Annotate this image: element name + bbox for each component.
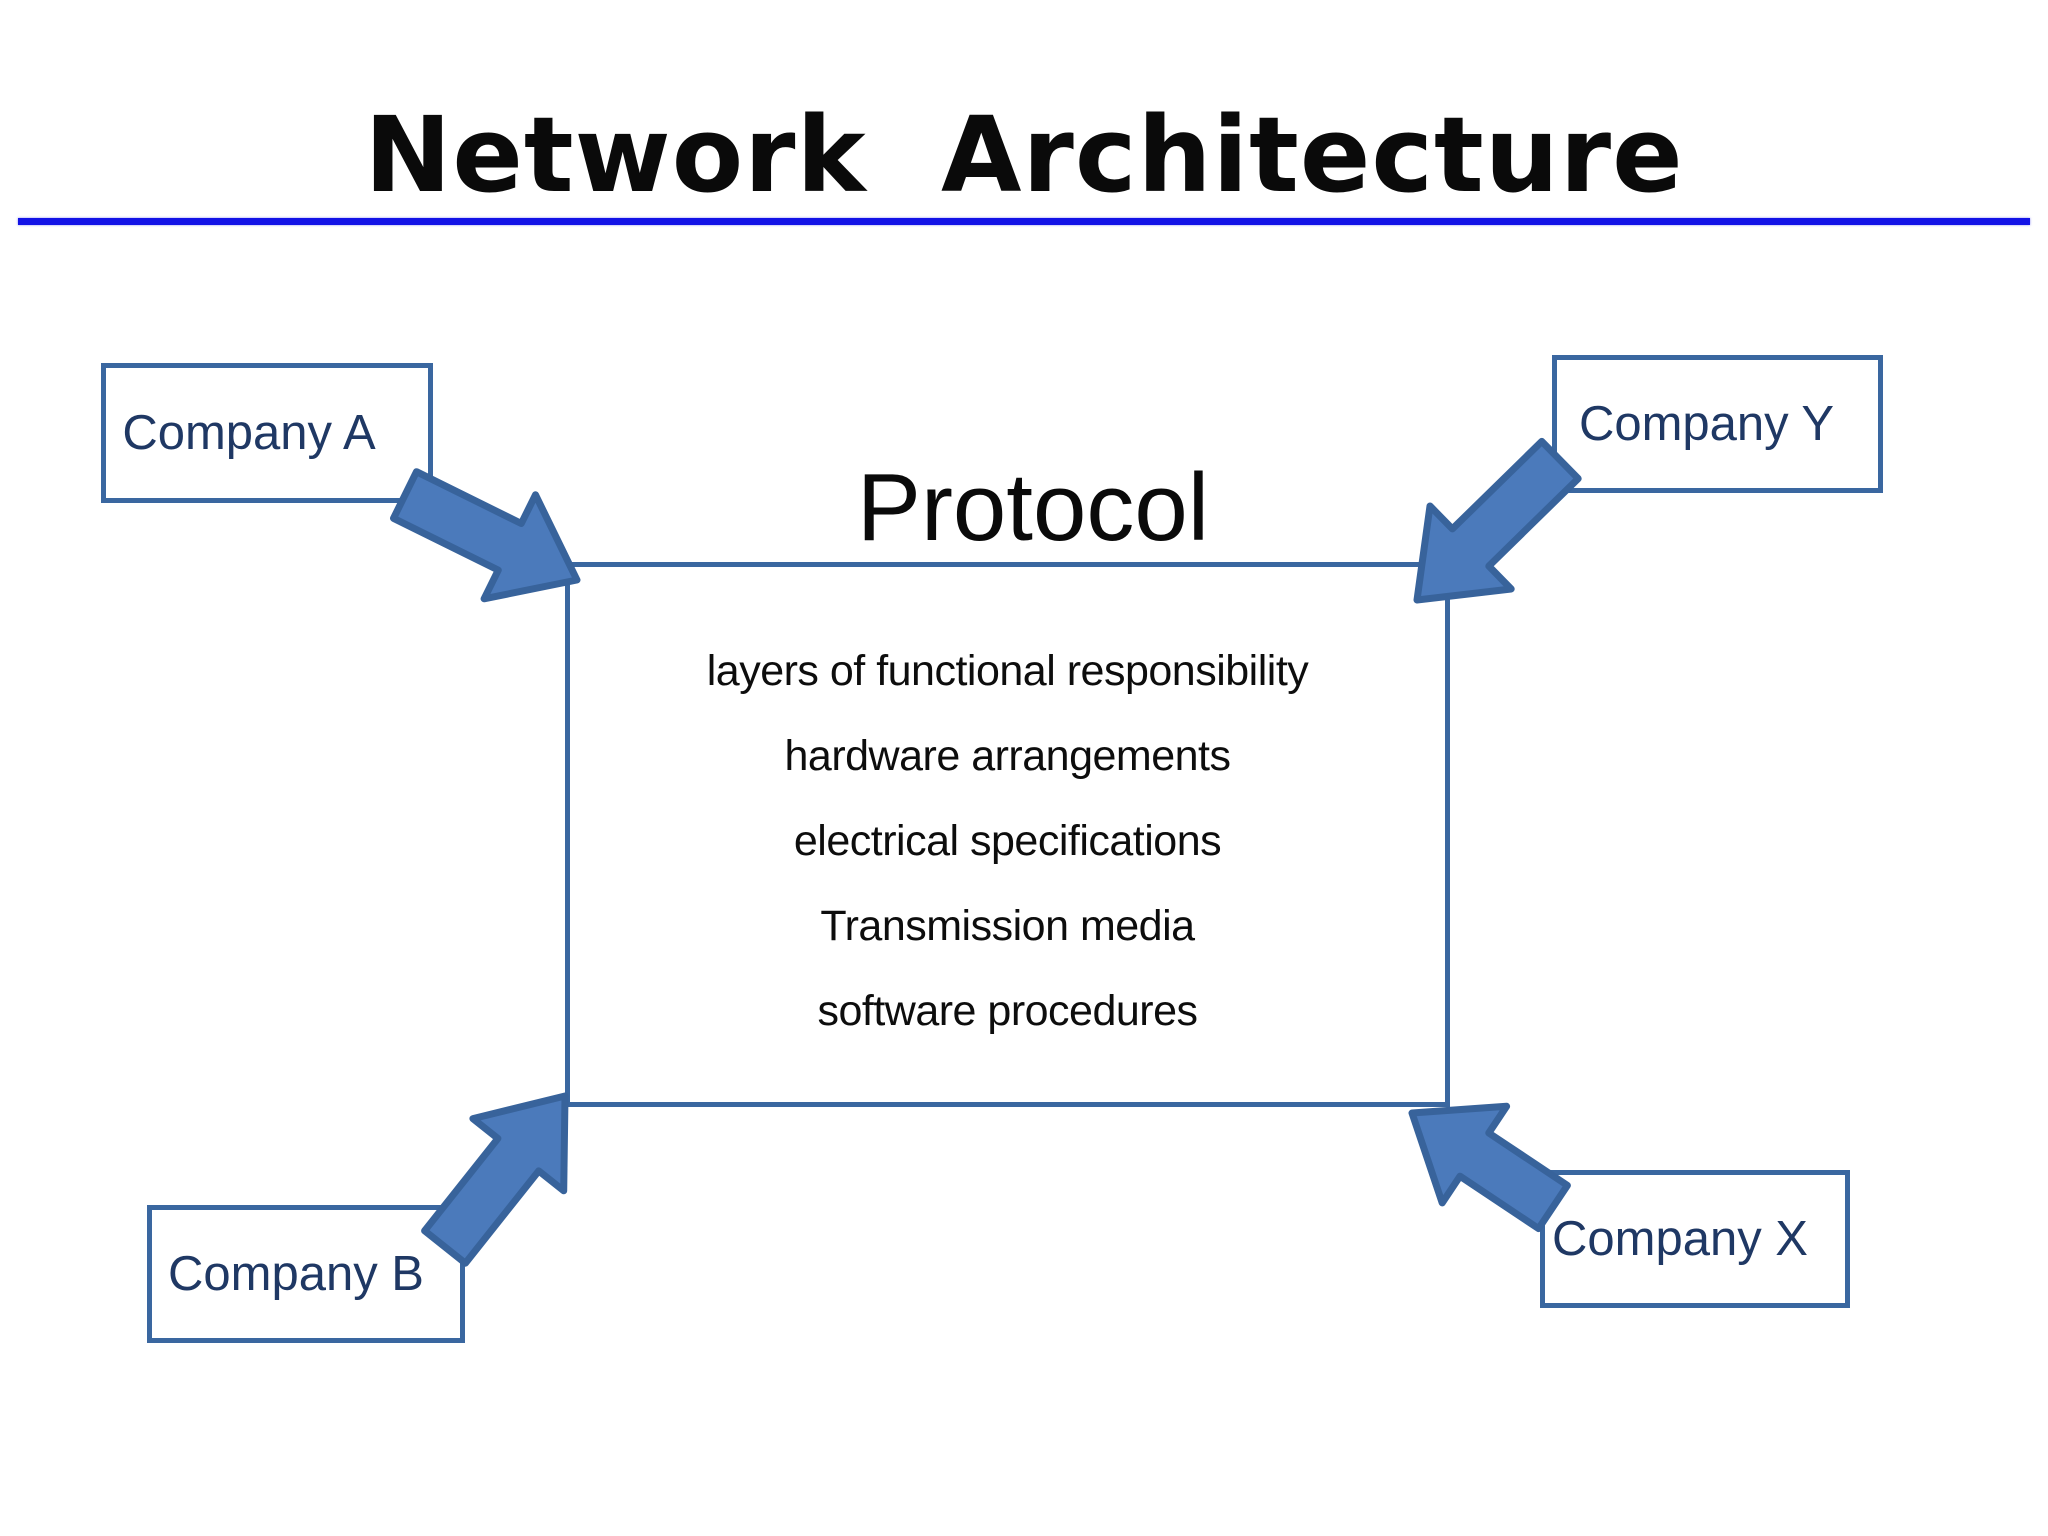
- company-a-label: Company A: [122, 406, 376, 460]
- company-x-label: Company X: [1551, 1212, 1808, 1266]
- company-box-a: Company A: [101, 363, 433, 503]
- slide-title: Network Architecture: [364, 94, 1684, 216]
- company-box-b: Company B: [147, 1205, 465, 1343]
- company-y-label: Company Y: [1578, 397, 1835, 451]
- protocol-item: layers of functional responsibility: [706, 647, 1309, 695]
- protocol-title: Protocol: [856, 454, 1210, 561]
- protocol-item: electrical specifications: [793, 817, 1222, 865]
- company-b-label: Company B: [167, 1247, 424, 1301]
- protocol-item: hardware arrangements: [784, 732, 1231, 780]
- title-underline: [18, 218, 2030, 225]
- protocol-box: layers of functional responsibility hard…: [565, 562, 1450, 1107]
- protocol-item: Transmission media: [820, 902, 1195, 950]
- company-box-x: Company X: [1540, 1170, 1850, 1308]
- company-box-y: Company Y: [1552, 355, 1883, 493]
- protocol-item: software procedures: [817, 987, 1198, 1035]
